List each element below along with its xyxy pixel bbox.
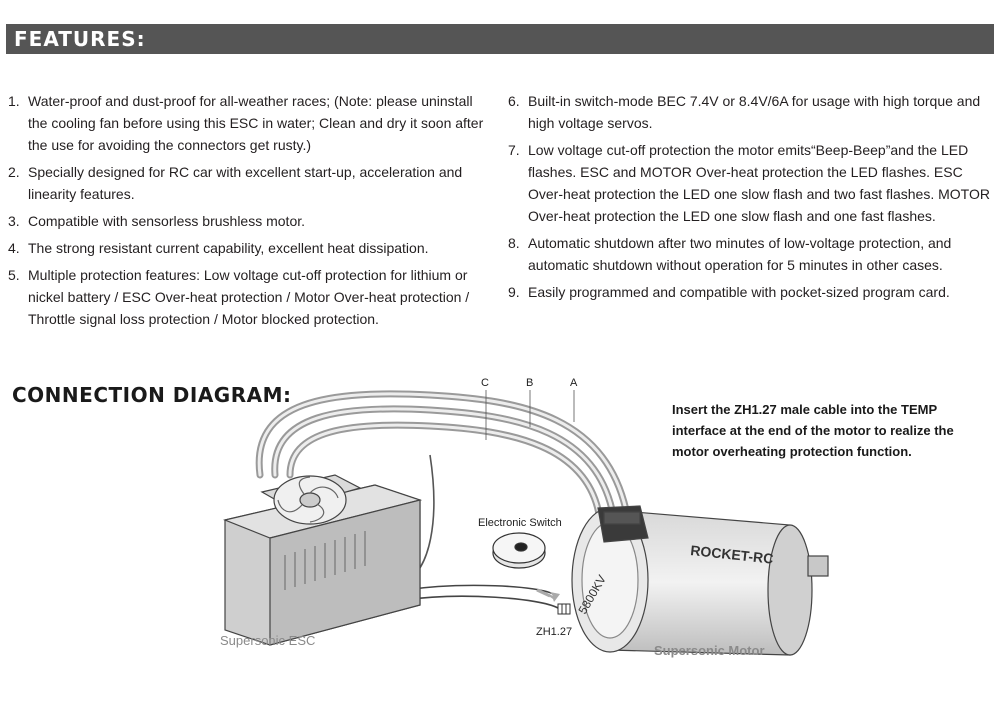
electronic-switch-icon xyxy=(492,532,546,569)
feature-item: 7. Low voltage cut-off protection the mot… xyxy=(508,139,992,227)
feature-item: 5. Multiple protection features: Low volt… xyxy=(8,264,488,330)
feature-text: Easily programmed and compatible with po… xyxy=(528,284,950,300)
feature-text: The strong resistant current capability,… xyxy=(28,240,429,256)
feature-item: 1. Water-proof and dust-proof for all-wea… xyxy=(8,90,488,156)
esc-label: Supersonic ESC xyxy=(220,633,316,648)
wire-label-a: A xyxy=(570,377,578,389)
esc-body xyxy=(223,484,423,646)
feature-number: 1. xyxy=(8,93,20,109)
feature-item: 9. Easily programmed and compatible with … xyxy=(508,281,992,303)
feature-text: Automatic shutdown after two minutes of … xyxy=(528,235,952,273)
wire-label-b: B xyxy=(526,377,534,389)
feature-text: Water-proof and dust-proof for all-weath… xyxy=(28,93,484,153)
features-title: FEATURES: xyxy=(14,27,146,51)
temp-cable-note: Insert the ZH1.27 male cable into the TE… xyxy=(672,402,954,459)
esc-fan-icon xyxy=(260,474,362,525)
electronic-switch-label: Electronic Switch xyxy=(478,517,562,529)
feature-number: 9. xyxy=(508,284,520,300)
feature-number: 2. xyxy=(8,164,20,180)
connection-diagram-title: CONNECTION DIAGRAM: xyxy=(12,383,292,407)
feature-text: Specially designed for RC car with excel… xyxy=(28,164,463,202)
motor-body xyxy=(571,505,829,656)
battery-wires xyxy=(404,584,559,609)
feature-item: 6. Built-in switch-mode BEC 7.4V or 8.4V/… xyxy=(508,90,992,134)
feature-number: 6. xyxy=(508,93,520,109)
feature-text: Low voltage cut-off protection the motor… xyxy=(528,142,990,224)
features-list-right: 6. Built-in switch-mode BEC 7.4V or 8.4V/… xyxy=(508,90,992,308)
feature-text: Built-in switch-mode BEC 7.4V or 8.4V/6A… xyxy=(528,93,981,131)
motor-label: Supersonic Motor xyxy=(654,643,765,658)
feature-item: 3. Compatible with sensorless brushless m… xyxy=(8,210,488,232)
zh127-label: ZH1.27 xyxy=(536,626,573,638)
feature-number: 7. xyxy=(508,142,520,158)
wire-label-c: C xyxy=(481,377,489,389)
feature-number: 3. xyxy=(8,213,20,229)
features-header-bar: FEATURES: xyxy=(6,24,994,54)
feature-item: 2. Specially designed for RC car with exc… xyxy=(8,161,488,205)
feature-number: 8. xyxy=(508,235,520,251)
zh127-connector-icon xyxy=(557,603,571,615)
feature-text: Compatible with sensorless brushless mot… xyxy=(28,213,306,229)
feature-item: 8. Automatic shutdown after two minutes o… xyxy=(508,232,992,276)
connection-diagram: ROCKET-RC 5800KV xyxy=(223,390,829,656)
feature-item: 4. The strong resistant current capabilit… xyxy=(8,237,488,259)
feature-number: 4. xyxy=(8,240,20,256)
feature-number: 5. xyxy=(8,267,20,283)
feature-text: Multiple protection features: Low voltag… xyxy=(28,267,470,327)
features-list-left: 1. Water-proof and dust-proof for all-wea… xyxy=(8,90,488,335)
